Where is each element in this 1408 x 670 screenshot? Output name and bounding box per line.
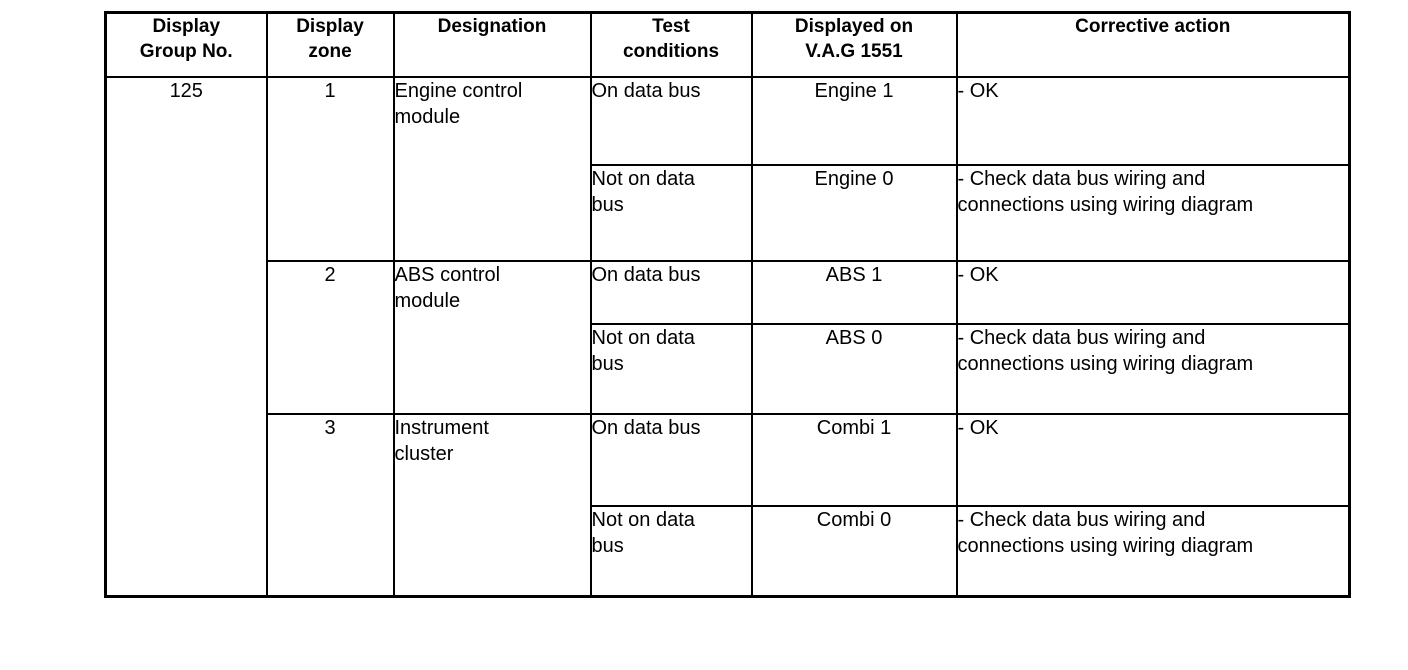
col-header-label: Designation — [437, 16, 547, 37]
cell-displayed-value: ABS 0 — [750, 322, 958, 415]
cell-designation: Engine control module — [392, 75, 592, 262]
designation-value: Instrument cluster — [394, 416, 489, 465]
cell-display-group-no: 125 — [104, 75, 268, 598]
displayed-value: ABS 0 — [825, 326, 883, 349]
col-header-corrective-action: Corrective action — [955, 11, 1351, 78]
cell-displayed-value: Engine 1 — [750, 75, 958, 166]
test-condition-value: On data bus — [591, 263, 701, 286]
displayed-value: Combi 0 — [816, 508, 892, 531]
cell-corrective-action: - OK — [955, 412, 1351, 507]
col-header-label: Displayed on V.A.G 1551 — [794, 16, 914, 62]
corrective-action-value: - Check data bus wiring and connections … — [957, 167, 1254, 216]
cell-displayed-value: Combi 0 — [750, 504, 958, 598]
col-header-designation: Designation — [392, 11, 592, 78]
cell-display-zone: 2 — [265, 259, 395, 415]
cell-test-condition: On data bus — [589, 75, 753, 166]
display-zone-value: 2 — [324, 263, 336, 286]
table-row: 3 Instrument cluster On data bus Combi 1… — [106, 412, 1351, 598]
corrective-action-value: - OK — [957, 263, 999, 286]
cell-test-condition: On data bus — [589, 259, 753, 325]
cell-test-condition: Not on data bus — [589, 504, 753, 598]
col-header-label: Display Group No. — [139, 16, 233, 62]
col-header-display-zone: Display zone — [265, 11, 395, 78]
designation-value: Engine control module — [394, 79, 523, 128]
cell-test-condition: On data bus — [589, 412, 753, 507]
displayed-value: ABS 1 — [825, 263, 883, 286]
table-row: Not on data bus ABS 0 - Check data bus w… — [106, 322, 1351, 415]
cell-corrective-action: - Check data bus wiring and connections … — [955, 163, 1351, 262]
display-zone-value: 3 — [324, 416, 336, 439]
displayed-value: Engine 1 — [814, 79, 894, 102]
table-header-row: Display Group No. Display zone Designati… — [104, 11, 1351, 78]
corrective-action-value: - Check data bus wiring and connections … — [957, 508, 1254, 557]
col-header-displayed-on: Displayed on V.A.G 1551 — [750, 11, 958, 78]
displayed-value: Engine 0 — [814, 167, 894, 190]
cell-displayed-value: Engine 0 — [750, 163, 958, 262]
cell-corrective-action: - Check data bus wiring and connections … — [955, 322, 1351, 415]
cell-display-zone: 3 — [265, 412, 395, 598]
cell-test-condition: Not on data bus — [589, 322, 753, 415]
cell-displayed-value: Combi 1 — [750, 412, 958, 507]
displayed-value: Combi 1 — [816, 416, 892, 439]
corrective-action-value: - Check data bus wiring and connections … — [957, 326, 1254, 375]
test-condition-value: Not on data bus — [591, 508, 695, 557]
table-row: Not on data bus Engine 0 - Check data bu… — [106, 163, 1351, 262]
cell-displayed-value: ABS 1 — [750, 259, 958, 325]
corrective-action-value: - OK — [957, 416, 999, 439]
cell-display-zone: 1 — [265, 75, 395, 262]
display-group-no-value: 125 — [169, 79, 203, 102]
designation-value: ABS control module — [394, 263, 501, 312]
test-condition-value: On data bus — [591, 416, 701, 439]
test-condition-value: On data bus — [591, 79, 701, 102]
col-header-test-conditions: Test conditions — [589, 11, 753, 78]
cell-corrective-action: - Check data bus wiring and connections … — [955, 504, 1351, 598]
cell-designation: Instrument cluster — [392, 412, 592, 598]
cell-corrective-action: - OK — [955, 75, 1351, 166]
col-header-display-group-no: Display Group No. — [104, 11, 268, 78]
col-header-label: Corrective action — [1075, 16, 1231, 37]
corrective-action-value: - OK — [957, 79, 999, 102]
test-condition-value: Not on data bus — [591, 167, 695, 216]
cell-corrective-action: - OK — [955, 259, 1351, 325]
table-row: Not on data bus Combi 0 - Check data bus… — [106, 504, 1351, 598]
col-header-label: Display zone — [296, 16, 364, 62]
table-row: 2 ABS control module On data bus ABS 1 -… — [106, 259, 1351, 415]
cell-designation: ABS control module — [392, 259, 592, 415]
col-header-label: Test conditions — [622, 16, 720, 62]
table-row: 125 1 Engine control module On data bus … — [104, 75, 1351, 598]
cell-test-condition: Not on data bus — [589, 163, 753, 262]
test-condition-value: Not on data bus — [591, 326, 695, 375]
diagnostic-table: Display Group No. Display zone Designati… — [104, 11, 1351, 598]
display-zone-value: 1 — [324, 79, 336, 102]
